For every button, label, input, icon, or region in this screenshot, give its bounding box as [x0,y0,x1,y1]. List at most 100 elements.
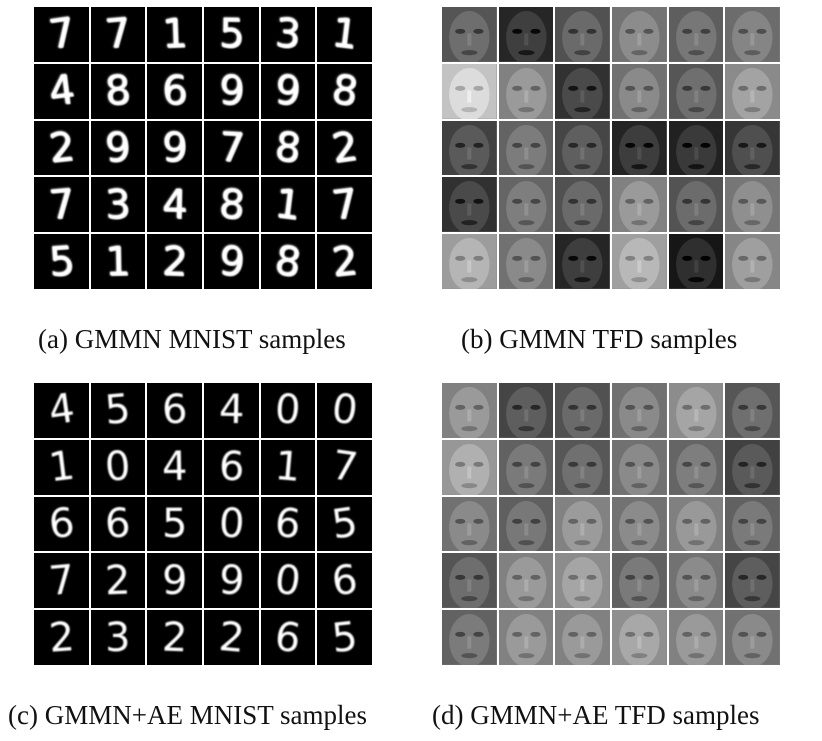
face-image [725,63,780,119]
digit-glyph: 3 [104,614,132,661]
digit-glyph: 4 [45,385,78,435]
face-sample [442,234,497,289]
digit-glyph: 2 [47,613,76,662]
digit-sample: 2 [34,120,89,176]
digit-sample: 7 [34,553,89,609]
face-image [612,234,667,289]
digit-glyph: 5 [161,500,188,547]
digit-sample: 6 [317,553,372,609]
face-image [725,383,780,438]
face-sample [555,234,610,289]
digit-glyph: 5 [103,386,133,435]
face-image [498,553,554,609]
face-image [555,610,610,665]
digit-sample: 1 [90,234,146,289]
digit-sample: 7 [317,439,372,495]
digit-glyph: 7 [328,442,361,492]
face-sample [668,63,724,119]
face-image [498,383,554,438]
face-image [442,234,497,289]
face-image [612,120,667,176]
digit-glyph: 8 [103,67,133,116]
digit-glyph: 2 [329,237,360,286]
digit-sample: 7 [34,7,89,62]
face-sample [612,234,667,289]
face-image [725,439,780,495]
digit-glyph: 5 [218,11,245,58]
digit-glyph: 6 [46,499,77,549]
digit-sample: 5 [34,234,89,289]
digit-sample: 9 [204,553,259,609]
face-image [612,7,667,62]
digit-sample: 2 [317,234,372,289]
digit-sample: 2 [204,610,259,665]
face-sample [442,63,497,119]
face-sample [498,7,554,62]
digit-glyph: 1 [329,10,361,59]
digit-glyph: 0 [217,500,246,548]
digit-glyph: 8 [217,180,246,229]
digit-glyph: 5 [329,613,360,662]
digit-sample: 1 [147,7,202,62]
face-sample [498,63,554,119]
face-image [612,496,667,552]
face-image [725,234,780,289]
face-image [555,439,610,495]
face-sample [442,439,497,495]
face-sample [555,439,610,495]
face-sample [725,610,780,665]
face-image [498,7,554,62]
digit-sample: 0 [260,383,316,438]
face-image [442,120,497,176]
digit-sample: 5 [204,7,259,62]
digit-sample: 9 [204,63,259,119]
digit-sample: 4 [34,63,89,119]
face-image [612,177,667,233]
face-image [498,177,554,233]
digit-sample: 8 [260,234,316,289]
face-image [725,177,780,233]
digit-glyph: 9 [161,124,188,171]
digit-glyph: 1 [45,442,77,492]
digit-sample: 9 [260,63,316,119]
digit-sample: 6 [204,439,259,495]
digit-glyph: 5 [47,237,76,286]
digit-sample: 2 [317,120,372,176]
face-image [498,63,554,119]
face-image [668,63,724,119]
digit-sample: 6 [260,610,316,665]
digit-sample: 0 [90,439,146,495]
face-image [668,383,724,438]
digit-sample: 7 [34,177,89,233]
digit-sample: 9 [90,120,146,176]
digit-glyph: 7 [46,556,77,605]
digit-glyph: 2 [46,123,77,173]
digit-glyph: 6 [161,67,188,115]
digit-glyph: 4 [161,443,188,491]
face-sample [555,553,610,609]
digit-glyph: 2 [328,123,361,173]
digit-sample: 7 [317,177,372,233]
face-sample [555,610,610,665]
face-image [612,553,667,609]
digit-glyph: 8 [328,66,361,116]
face-image [555,383,610,438]
face-sample [498,120,554,176]
face-sample [612,496,667,552]
face-image [668,234,724,289]
digit-glyph: 6 [329,556,361,606]
digit-glyph: 9 [161,557,188,604]
face-sample [555,7,610,62]
face-image [555,7,610,62]
digit-sample: 9 [204,234,259,289]
digit-sample: 2 [147,610,202,665]
face-sample [498,439,554,495]
digit-sample: 6 [90,496,146,552]
digit-glyph: 2 [104,557,132,605]
digit-sample: 6 [147,383,202,438]
face-image [555,120,610,176]
digit-sample: 8 [317,63,372,119]
digit-glyph: 7 [103,10,133,59]
